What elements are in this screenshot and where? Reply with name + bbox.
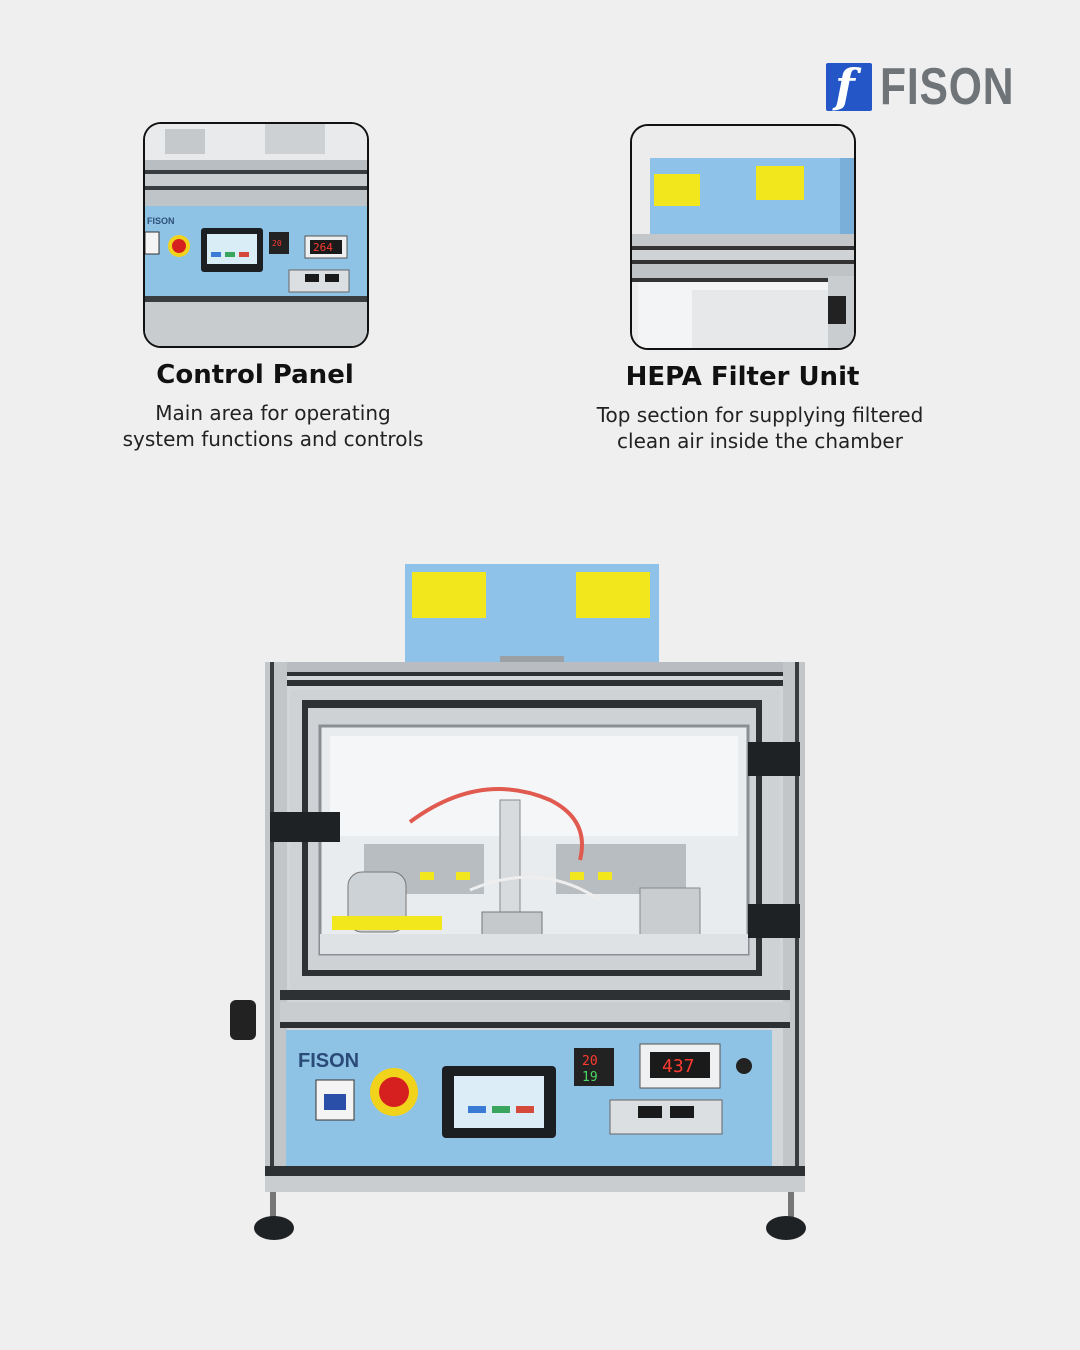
feature-desc-control-panel: Main area for operating system functions… [122, 401, 424, 451]
thumb-panel-display: 264 [313, 241, 333, 254]
panel-display-main: 437 [662, 1056, 695, 1077]
glovebox-machine-image: FISON 20 19 437 [220, 560, 820, 1264]
svg-text:20: 20 [272, 239, 282, 248]
thumb-panel-brand: FISON [147, 216, 175, 226]
feature-desc-hepa-filter: Top section for supplying filtered clean… [596, 403, 924, 453]
panel-display-small-top: 20 [582, 1054, 598, 1069]
control-panel-thumbnail: FISON 20 264 [143, 122, 369, 348]
feature-title-hepa-filter: HEPA Filter Unit [625, 362, 860, 392]
panel-brand-label: FISON [298, 1050, 359, 1072]
feature-title-control-panel: Control Panel [156, 360, 354, 390]
logo-text: FISON [880, 58, 1015, 116]
logo-mark-icon: f [826, 59, 872, 113]
panel-display-small-bottom: 19 [582, 1070, 598, 1085]
hepa-filter-thumbnail [630, 124, 856, 350]
brand-logo: f FISON [826, 57, 1044, 117]
